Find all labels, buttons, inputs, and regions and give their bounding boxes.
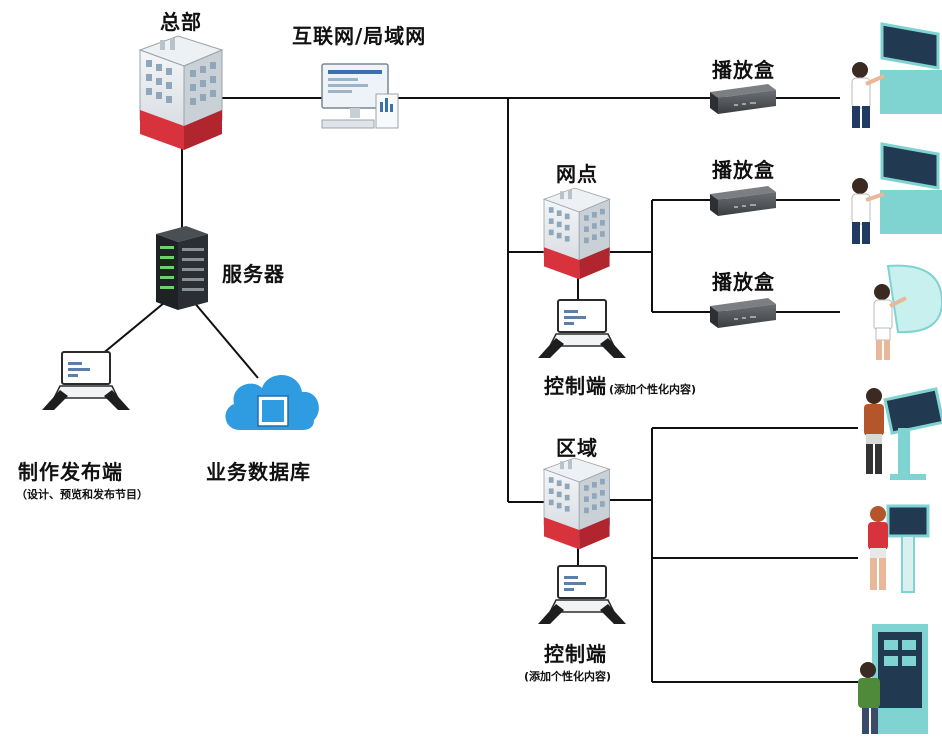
connection-lines: [94, 97, 858, 683]
database-label: 业务数据库: [206, 460, 311, 484]
headquarters-building-icon: [139, 35, 223, 151]
display-screen-person-icon: [851, 142, 942, 244]
kiosk-person-icon: [858, 624, 928, 734]
publisher-note: （设计、预览和发布节目）: [16, 488, 148, 501]
publisher-laptop-icon: [41, 351, 131, 411]
touch-screen-person-icon: [873, 264, 942, 360]
player-box-label: 播放盒: [712, 58, 775, 82]
player-box-label: 播放盒: [712, 270, 775, 294]
branch-control-label: 控制端(添加个性化内容): [544, 374, 697, 398]
region-control-note: (添加个性化内容): [524, 670, 612, 683]
player-box-icon: [710, 298, 776, 328]
region-building-icon: [543, 457, 610, 550]
region-label: 区域: [556, 436, 598, 460]
display-screen-person-icon: [851, 22, 942, 128]
branch-control-laptop-icon: [537, 299, 627, 359]
kiosk-person-icon: [864, 387, 942, 480]
branch-control-note: (添加个性化内容): [609, 383, 697, 396]
branch-label: 网点: [556, 162, 598, 186]
server-label: 服务器: [222, 262, 285, 286]
player-box-label: 播放盒: [712, 158, 775, 182]
internet-label: 互联网/局域网: [292, 24, 427, 48]
publisher-label: 制作发布端: [18, 460, 123, 484]
desktop-computer-icon: [321, 63, 399, 129]
database-cloud-icon: [225, 374, 319, 430]
headquarters-label: 总部: [160, 10, 202, 34]
branch-building-icon: [543, 187, 610, 280]
server-rack-icon: [156, 226, 208, 310]
kiosk-person-icon: [868, 504, 930, 593]
player-box-icon: [710, 84, 776, 114]
region-control-label: 控制端: [544, 642, 607, 666]
region-control-laptop-icon: [537, 565, 627, 625]
player-box-icon: [710, 186, 776, 216]
